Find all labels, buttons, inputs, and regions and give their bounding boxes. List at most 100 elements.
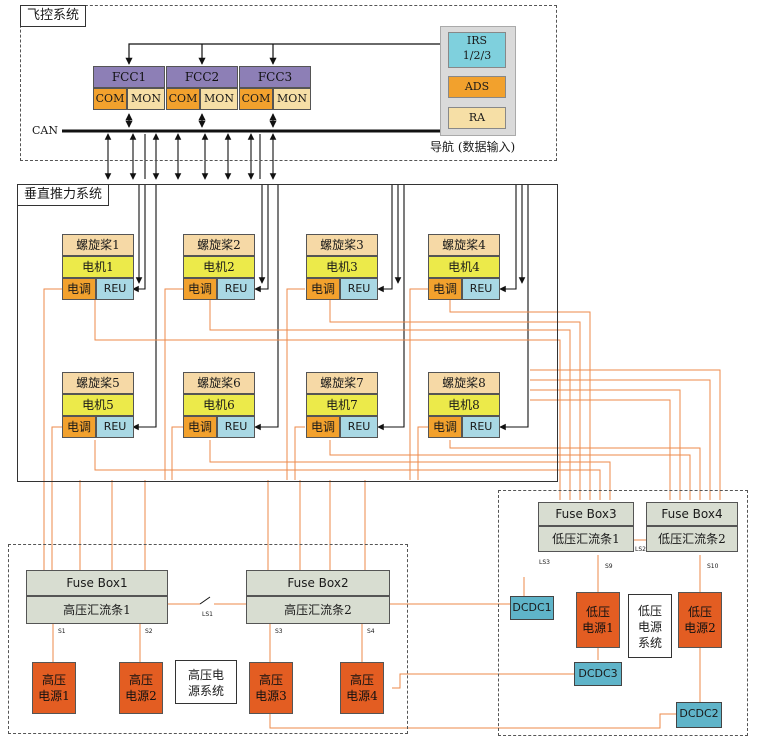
propeller-1[interactable]: 螺旋桨1 — [62, 234, 134, 256]
esc-4[interactable]: 电调 — [428, 278, 463, 300]
fuse-box-2-label: Fuse Box2 — [246, 570, 390, 596]
ads-box[interactable]: ADS — [448, 76, 506, 98]
flight-control-panel — [20, 5, 557, 161]
reu-1[interactable]: REU — [96, 278, 134, 300]
hv-source-2-l1: 高压 — [128, 673, 153, 687]
hv-source-1[interactable]: 高压 电源1 — [32, 662, 76, 714]
lv-system-label: 低压 电源 系统 — [628, 594, 672, 658]
reu-7[interactable]: REU — [340, 416, 378, 438]
lv-source-2-l1: 低压 — [687, 605, 712, 619]
hv-system-label: 高压电 源系统 — [175, 660, 237, 704]
fuse-box-4[interactable]: Fuse Box4 低压汇流条2 — [646, 502, 738, 552]
esc-3[interactable]: 电调 — [306, 278, 341, 300]
propeller-5[interactable]: 螺旋桨5 — [62, 372, 134, 394]
hv-source-3[interactable]: 高压 电源3 — [249, 662, 293, 714]
dcdc2-box[interactable]: DCDC2 — [676, 702, 722, 728]
can-label: CAN — [32, 124, 58, 137]
esc-8[interactable]: 电调 — [428, 416, 463, 438]
s9-label: S9 — [605, 563, 613, 570]
lv-source-1-l1: 低压 — [585, 605, 610, 619]
hv-source-2[interactable]: 高压 电源2 — [119, 662, 163, 714]
lv-system-label-1: 低压 — [637, 604, 662, 618]
fcc3-mon[interactable]: MON — [273, 88, 311, 110]
dcdc3-box[interactable]: DCDC3 — [574, 662, 622, 686]
fcc-can-links — [125, 113, 277, 128]
ra-box[interactable]: RA — [448, 107, 506, 129]
fcc1-mon[interactable]: MON — [127, 88, 165, 110]
motor-5[interactable]: 电机5 — [62, 394, 134, 416]
esc-7[interactable]: 电调 — [306, 416, 341, 438]
fcc1-header[interactable]: FCC1 — [93, 66, 165, 88]
s10-label: S10 — [707, 563, 719, 570]
esc-6[interactable]: 电调 — [183, 416, 218, 438]
motor-7[interactable]: 电机7 — [306, 394, 378, 416]
lv-bus-2: 低压汇流条2 — [646, 526, 738, 552]
hv-source-4-l1: 高压 — [349, 673, 374, 687]
motor-2[interactable]: 电机2 — [183, 256, 255, 278]
hv-system-label-1: 高压电 — [187, 668, 224, 682]
hv-source-2-l2: 电源2 — [125, 689, 157, 703]
vertical-thrust-title: 垂直推力系统 — [17, 184, 110, 206]
thrust-unit-4: 螺旋桨4 电机4 电调 REU — [428, 234, 500, 300]
reu-5[interactable]: REU — [96, 416, 134, 438]
propeller-6[interactable]: 螺旋桨6 — [183, 372, 255, 394]
motor-8[interactable]: 电机8 — [428, 394, 500, 416]
esc-2[interactable]: 电调 — [183, 278, 218, 300]
fuse-box-3[interactable]: Fuse Box3 低压汇流条1 — [538, 502, 634, 552]
propeller-4[interactable]: 螺旋桨4 — [428, 234, 500, 256]
propeller-8[interactable]: 螺旋桨8 — [428, 372, 500, 394]
switch-s2-label: S2 — [145, 628, 153, 635]
thrust-unit-5: 螺旋桨5 电机5 电调 REU — [62, 372, 134, 438]
hv-source-3-l1: 高压 — [258, 673, 283, 687]
reu-6[interactable]: REU — [217, 416, 255, 438]
reu-2[interactable]: REU — [217, 278, 255, 300]
propeller-7[interactable]: 螺旋桨7 — [306, 372, 378, 394]
ls3-label: LS3 — [539, 559, 550, 566]
switch-s3-label: S3 — [275, 628, 283, 635]
fcc2-mon[interactable]: MON — [200, 88, 238, 110]
nav-feed-lines — [125, 43, 440, 65]
hv-bus-2: 高压汇流条2 — [246, 596, 390, 624]
dcdc1-box[interactable]: DCDC1 — [510, 596, 554, 620]
motor-1[interactable]: 电机1 — [62, 256, 134, 278]
hv-system-label-2: 源系统 — [187, 684, 224, 698]
lv-source-1[interactable]: 低压 电源1 — [576, 592, 620, 648]
fcc1-com[interactable]: COM — [93, 88, 127, 110]
can-vertical-links — [104, 133, 277, 180]
hv-source-1-l2: 电源1 — [38, 689, 70, 703]
fcc3-com[interactable]: COM — [239, 88, 273, 110]
hv-source-1-l1: 高压 — [41, 673, 66, 687]
irs-box[interactable]: IRS 1/2/3 — [448, 32, 506, 68]
esc-1[interactable]: 电调 — [62, 278, 97, 300]
propeller-3[interactable]: 螺旋桨3 — [306, 234, 378, 256]
ls1-switch — [199, 596, 211, 605]
motor-6[interactable]: 电机6 — [183, 394, 255, 416]
reu-3[interactable]: REU — [340, 278, 378, 300]
fcc2-com[interactable]: COM — [166, 88, 200, 110]
reu-4[interactable]: REU — [462, 278, 500, 300]
motor-4[interactable]: 电机4 — [428, 256, 500, 278]
fuse-box-1[interactable]: Fuse Box1 高压汇流条1 — [26, 570, 168, 624]
thrust-unit-2: 螺旋桨2 电机2 电调 REU — [183, 234, 255, 300]
propeller-2[interactable]: 螺旋桨2 — [183, 234, 255, 256]
irs-sub-label: 1/2/3 — [462, 49, 492, 62]
esc-5[interactable]: 电调 — [62, 416, 97, 438]
reu-8[interactable]: REU — [462, 416, 500, 438]
switch-s4-label: S4 — [367, 628, 375, 635]
fcc2-header[interactable]: FCC2 — [166, 66, 238, 88]
motor-3[interactable]: 电机3 — [306, 256, 378, 278]
flight-control-title: 飞控系统 — [20, 5, 87, 27]
hv-source-4[interactable]: 高压 电源4 — [340, 662, 384, 714]
low-voltage-panel — [498, 490, 748, 736]
thrust-unit-1: 螺旋桨1 电机1 电调 REU — [62, 234, 134, 300]
fuse-box-4-label: Fuse Box4 — [646, 502, 738, 526]
nav-caption: 导航 (数据输入) — [430, 140, 516, 154]
hv-source-3-l2: 电源3 — [255, 689, 287, 703]
fcc3-header[interactable]: FCC3 — [239, 66, 311, 88]
thrust-unit-3: 螺旋桨3 电机3 电调 REU — [306, 234, 378, 300]
fuse-box-3-label: Fuse Box3 — [538, 502, 634, 526]
thrust-unit-8: 螺旋桨8 电机8 电调 REU — [428, 372, 500, 438]
lv-source-2[interactable]: 低压 电源2 — [678, 592, 722, 648]
fuse-box-2[interactable]: Fuse Box2 高压汇流条2 — [246, 570, 390, 624]
